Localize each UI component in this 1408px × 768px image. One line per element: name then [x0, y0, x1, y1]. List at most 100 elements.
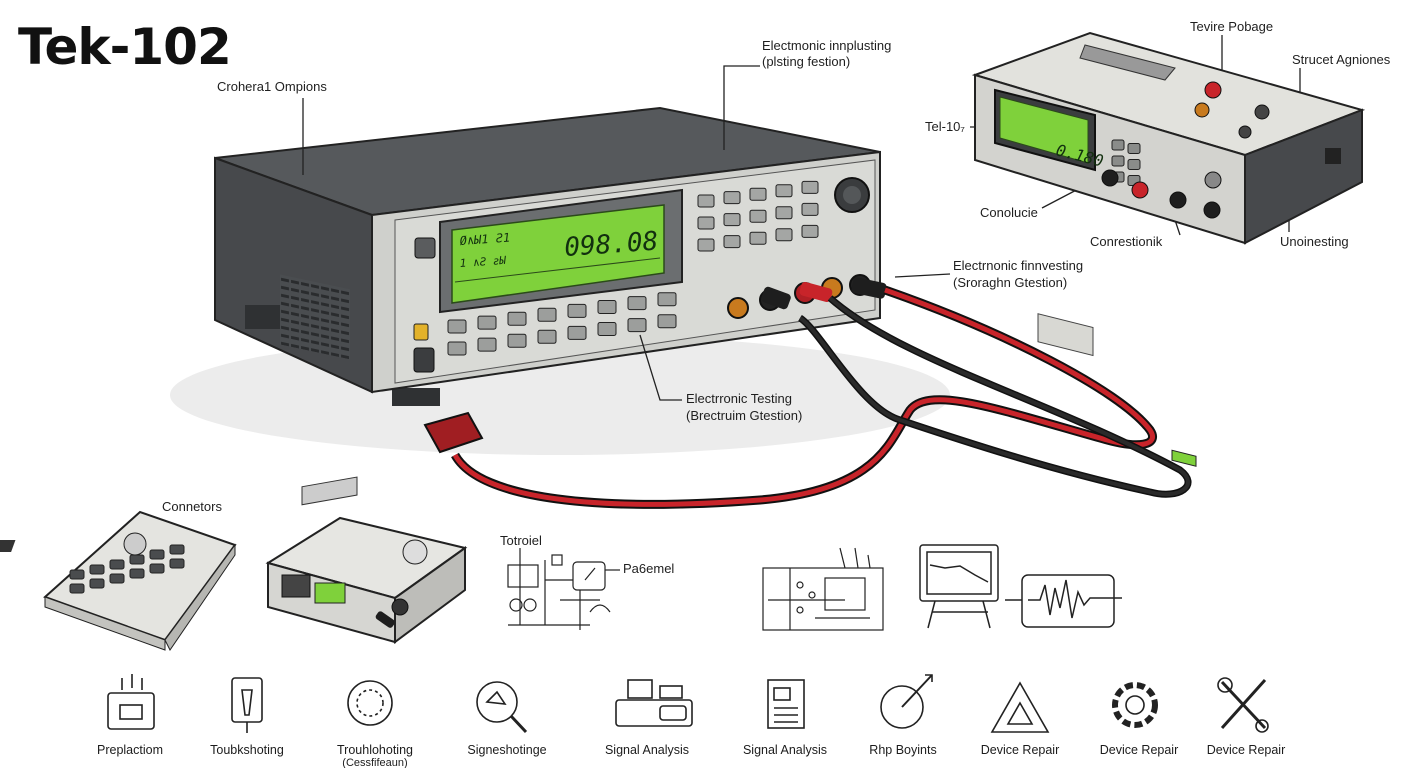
keypad-key[interactable]	[775, 206, 793, 220]
probe-icon	[231, 677, 263, 733]
keypad-key[interactable]	[447, 319, 467, 334]
keypad-key[interactable]	[109, 559, 125, 570]
keypad-key[interactable]	[697, 216, 715, 230]
test-leads	[423, 285, 1192, 509]
jack-orange[interactable]	[727, 297, 749, 319]
keypad-key[interactable]	[723, 191, 741, 205]
keypad-key[interactable]	[109, 573, 125, 584]
keypad-key[interactable]	[697, 238, 715, 252]
keypad-key[interactable]	[597, 322, 617, 336]
keypad-key[interactable]	[89, 578, 105, 589]
indicator-lamp	[413, 323, 429, 341]
keypad-key[interactable]	[801, 224, 819, 238]
keypad-key[interactable]	[507, 311, 527, 326]
keypad-key[interactable]	[169, 544, 185, 555]
wrench-tools-icon	[1217, 677, 1269, 733]
keypad-key[interactable]	[657, 314, 677, 329]
input-jack[interactable]	[413, 347, 435, 373]
bench-meter-device	[265, 476, 468, 644]
keypad-key[interactable]	[567, 303, 587, 318]
oscilloscope-monitor	[919, 544, 1122, 629]
keypad-key[interactable]	[697, 194, 715, 208]
connector-panel-device	[0, 510, 237, 651]
callout-bottom-line-1: Electrronic Testing	[686, 391, 792, 406]
keypad-key[interactable]	[749, 231, 767, 245]
keypad-key[interactable]	[1111, 155, 1125, 167]
callout-schematic-2: Pa6emel	[623, 561, 675, 576]
callout-controls: Crohera1 Ompions	[217, 79, 327, 94]
keypad-key[interactable]	[775, 184, 793, 198]
icon-label-2: Toubkshoting	[210, 743, 284, 757]
icon-label-7: Rhp Boyints	[869, 743, 937, 757]
lower-keypad	[447, 292, 677, 356]
keypad-key[interactable]	[801, 180, 819, 194]
main-multimeter: 098.08 Ø∧Ы1 Ƨ1 1 ∧Ƨ ƨЫ	[170, 106, 950, 455]
keypad-key[interactable]	[597, 300, 617, 314]
keypad-key[interactable]	[537, 307, 557, 322]
keypad-key[interactable]	[567, 325, 587, 340]
keypad-key[interactable]	[149, 549, 165, 560]
schematic-diagram-2	[762, 547, 884, 631]
printer-icon	[107, 674, 155, 730]
keypad-key[interactable]	[627, 318, 647, 333]
keypad-key[interactable]	[723, 235, 741, 249]
keypad-key[interactable]	[1127, 143, 1141, 154]
page-title: Tek-102	[18, 18, 232, 76]
keypad-key[interactable]	[69, 583, 85, 594]
keypad-key[interactable]	[149, 563, 165, 574]
keypad-key[interactable]	[1127, 159, 1141, 170]
keypad-key[interactable]	[89, 564, 105, 575]
icon-label-9: Device Repair	[1099, 743, 1179, 757]
callout-aux-left: Tel-10₇	[925, 119, 965, 134]
keypad-key[interactable]	[723, 213, 741, 227]
aux-instrument: 0.180	[971, 31, 1366, 467]
magnifier-icon	[476, 681, 528, 734]
callout-aux-connector-1: Conolucie	[980, 205, 1038, 220]
callout-right-line-1: Electrnonic finnvesting	[953, 258, 1084, 273]
keypad-key[interactable]	[129, 554, 145, 565]
callout-aux-bottom: Unoinesting	[1280, 234, 1349, 249]
lcd-main-reading: 098.08	[563, 227, 659, 263]
lcd-small-text-2: 1 ∧Ƨ ƨЫ	[459, 254, 507, 270]
callout-schematic-1: Totroiel	[500, 533, 542, 548]
power-button[interactable]	[414, 237, 436, 259]
keypad-key[interactable]	[775, 228, 793, 242]
lcd-screen	[451, 204, 665, 304]
gear-icon	[1112, 682, 1158, 728]
callout-right-line-2: (Sroraghn Gtestion)	[953, 275, 1068, 290]
keypad-key[interactable]	[537, 329, 557, 344]
callout-top-line-1: Electmonic innplusting	[762, 38, 892, 53]
analyzer-icon	[615, 679, 693, 727]
keypad-key[interactable]	[477, 315, 497, 330]
keypad-key[interactable]	[69, 569, 85, 580]
keypad-key[interactable]	[477, 337, 497, 352]
icon-row	[107, 674, 1269, 734]
keypad-key[interactable]	[1111, 139, 1125, 151]
target-icon	[880, 674, 933, 729]
aux-lcd-screen	[999, 96, 1089, 164]
callout-aux-connector-2: Conrestionik	[1090, 234, 1163, 249]
keypad-key[interactable]	[129, 568, 145, 579]
keypad-key[interactable]	[447, 341, 467, 356]
keypad-key[interactable]	[801, 202, 819, 216]
keypad-key[interactable]	[627, 296, 647, 311]
ring-icon	[347, 680, 393, 726]
icon-sublabel-3: (Cessfifeaun)	[342, 757, 408, 768]
probe-connector	[423, 411, 484, 454]
keypad-key[interactable]	[749, 209, 767, 223]
keypad-key[interactable]	[749, 187, 767, 201]
document-icon	[767, 679, 805, 729]
callout-top-line-2: (plsting festion)	[762, 54, 851, 69]
function-keypad	[697, 180, 819, 252]
icon-label-3: Trouhlohoting	[337, 743, 413, 757]
keypad-key[interactable]	[169, 558, 185, 569]
icon-label-4: Signeshotinge	[467, 743, 547, 757]
callout-aux-top: Tevire Pobage	[1190, 19, 1274, 34]
keypad-key[interactable]	[657, 292, 677, 307]
vent-grille	[280, 274, 350, 360]
lcd-small-text-1: Ø∧Ы1 Ƨ1	[459, 230, 510, 247]
keypad-key[interactable]	[507, 333, 527, 348]
callout-bottom-line-2: (Brectruim Gtestion)	[686, 408, 803, 423]
warning-triangle-icon	[990, 681, 1050, 733]
